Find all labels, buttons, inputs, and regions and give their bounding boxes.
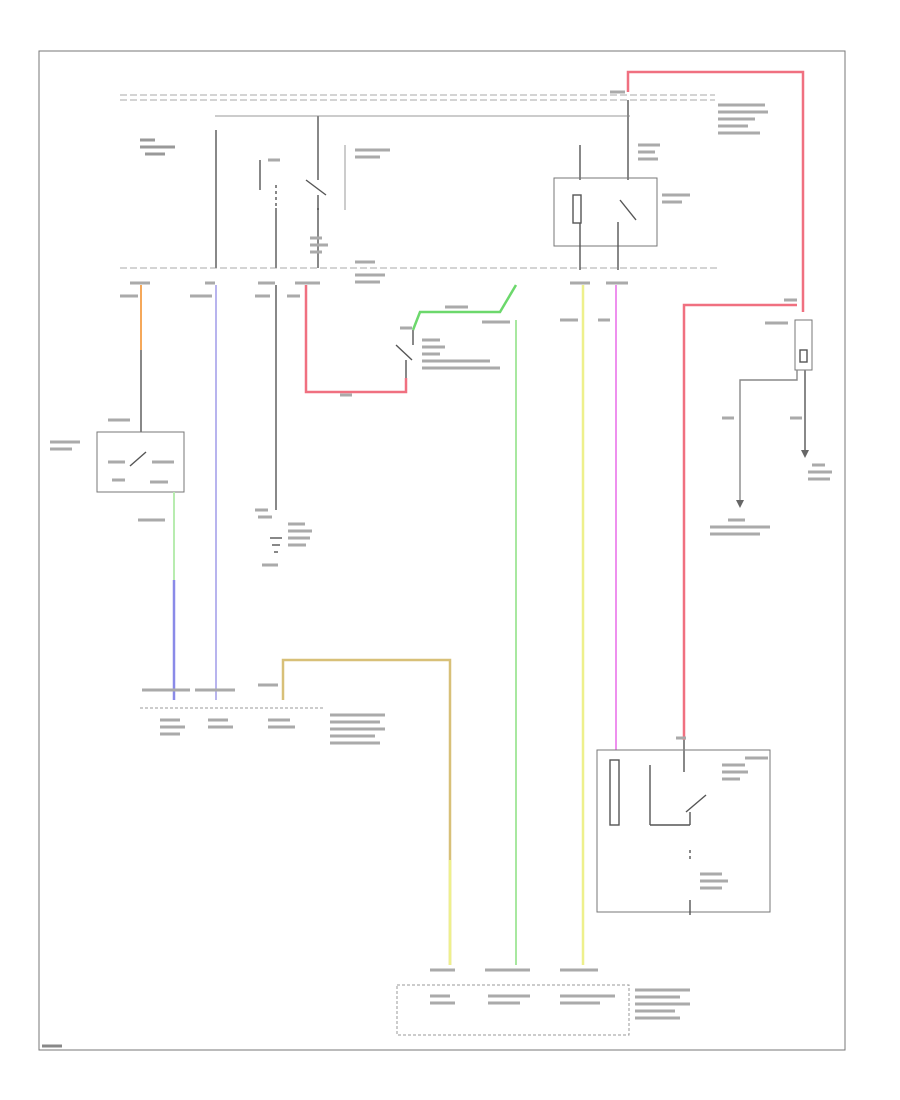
neutral-switch-contacts	[108, 451, 174, 484]
starter-label	[676, 736, 768, 890]
starter-relay-box	[553, 177, 658, 247]
ignition-switch-label	[355, 148, 390, 159]
switch-contact-symbol	[617, 199, 637, 270]
red-wire-battery-feed	[626, 70, 805, 312]
neutral-switch-label	[50, 440, 80, 451]
fuse-label-left	[140, 138, 175, 156]
clutch-switch-label	[422, 338, 500, 370]
relay-coil-symbol	[572, 194, 582, 270]
starter-box	[596, 749, 771, 913]
ground-label	[262, 522, 312, 567]
starter-solenoid	[609, 740, 707, 915]
clutch-pedal-switch	[395, 330, 414, 378]
pcm-connector	[396, 984, 630, 1036]
red-wire-starter	[682, 303, 797, 740]
neutral-safety-switch-box	[96, 431, 185, 493]
red-wire-clutch	[304, 285, 408, 394]
bus-connector-label	[355, 260, 385, 284]
arrow-right-term	[801, 450, 809, 458]
ecm-connector-labels	[142, 683, 385, 745]
fuse-symbol	[794, 319, 813, 371]
ground-symbol	[270, 537, 282, 553]
ignition-switch-contacts	[259, 145, 346, 210]
relay-label	[662, 193, 690, 204]
tan-wire	[281, 658, 452, 965]
underhood-fuse-block-label	[718, 103, 768, 135]
relay-top-label	[638, 143, 660, 161]
pcm-labels	[430, 968, 690, 1020]
green-wire-clutch	[411, 284, 518, 331]
arrow-left-term	[736, 500, 744, 508]
gray-wire-gen	[739, 370, 798, 500]
terminal-labels	[710, 416, 832, 536]
diagram-frame	[38, 50, 846, 1051]
wire-color-labels	[108, 90, 797, 522]
